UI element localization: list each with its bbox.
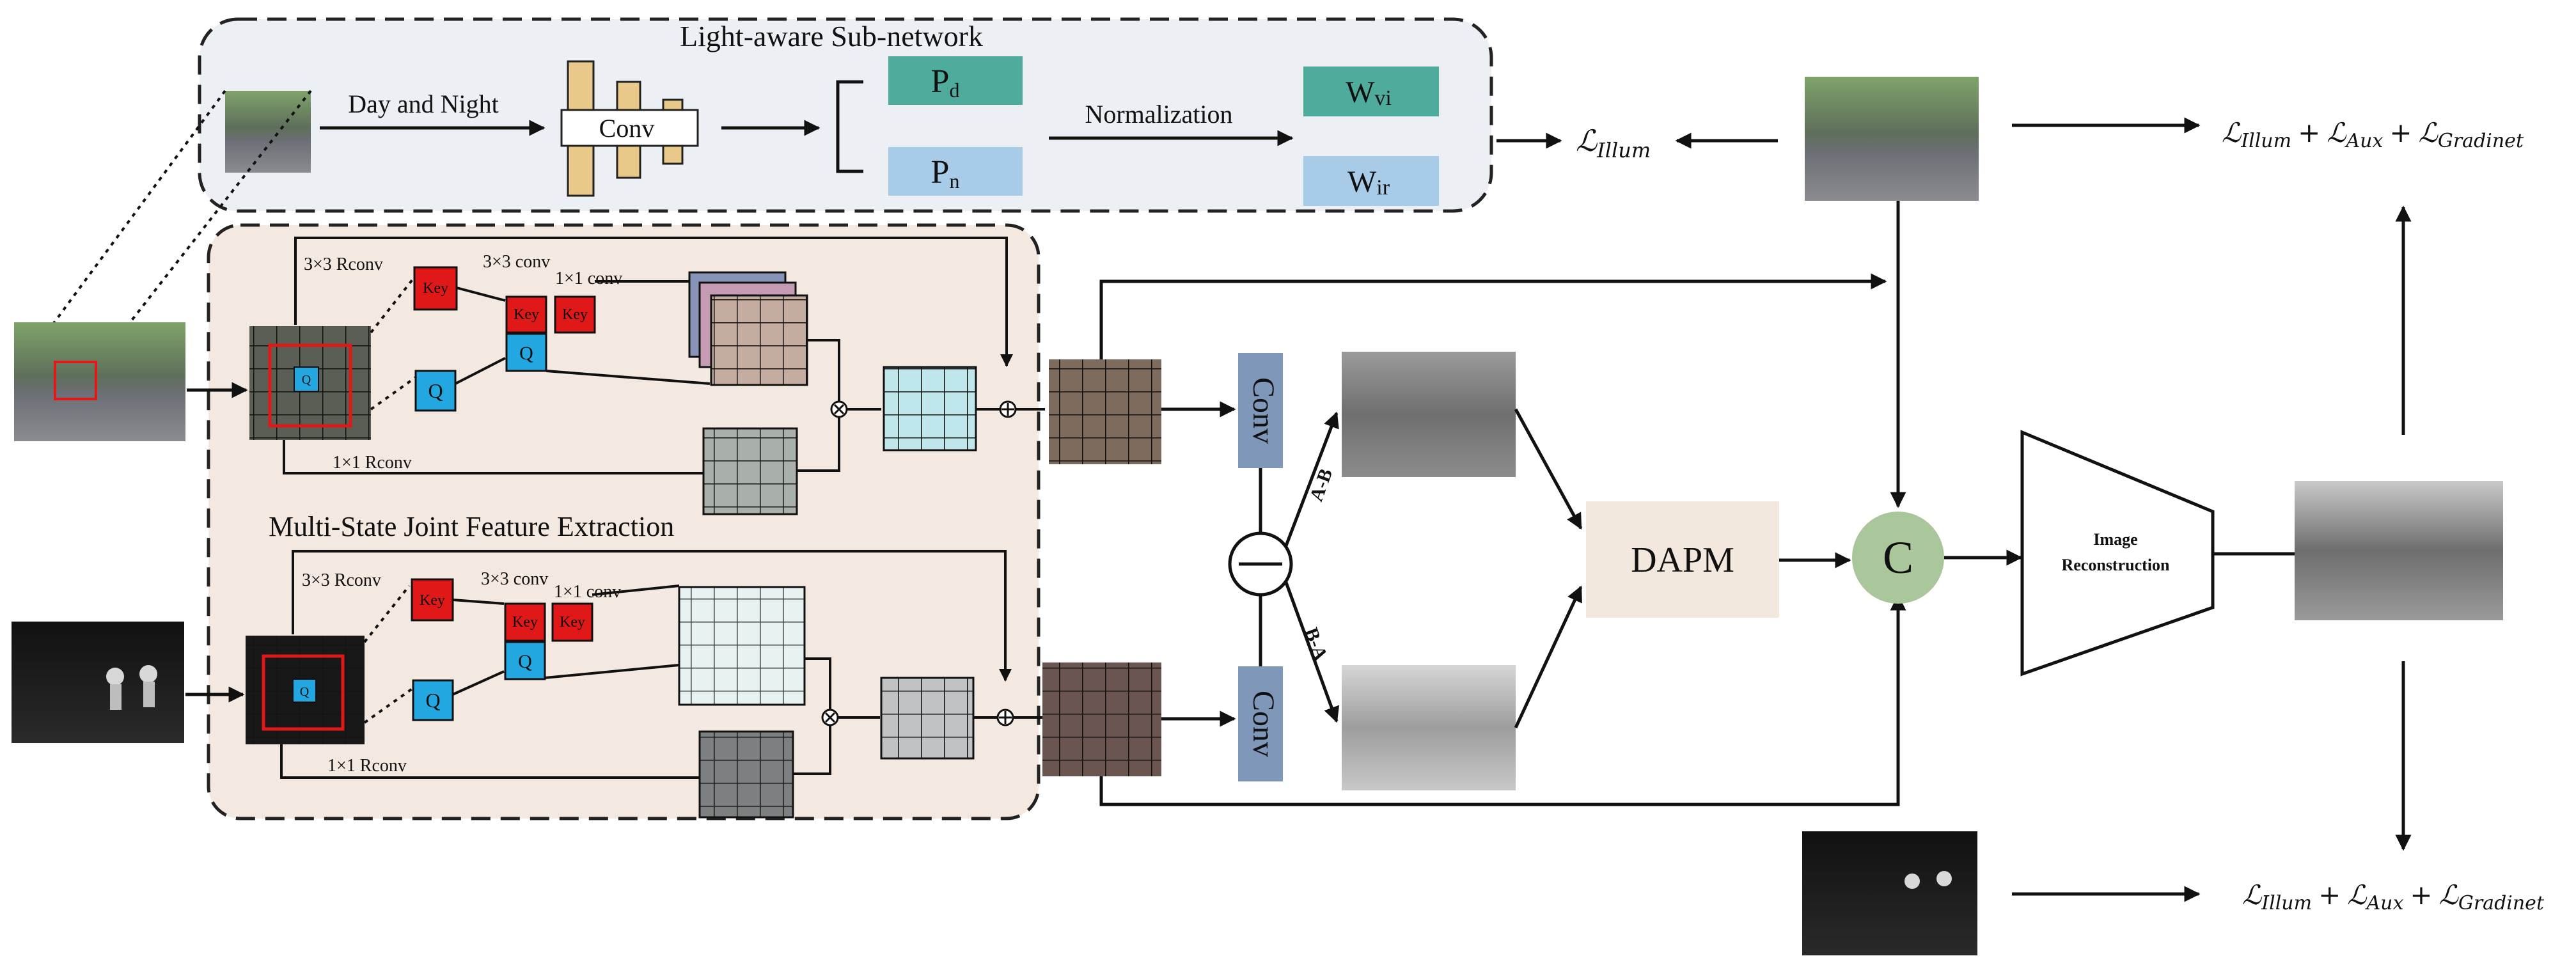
conv-label-bottom: Conv	[1246, 691, 1280, 757]
key-label-top: Key	[423, 280, 448, 297]
conv-box-bottom	[1238, 666, 1283, 781]
rconv3-label-bottom: 3×3 Rconv	[302, 570, 381, 590]
rconv1-label-bottom: 1×1 Rconv	[327, 756, 407, 776]
day-night-thumbnail	[225, 91, 311, 173]
b-minus-a-label: B-A	[1300, 625, 1331, 663]
conv3-label-top: 3×3 conv	[483, 252, 550, 272]
conv-block: Conv	[560, 60, 699, 197]
rconv3-label-top: 3×3 Rconv	[304, 255, 383, 274]
stacked-feature-maps-top	[688, 271, 808, 386]
wir-box	[1303, 156, 1439, 206]
key-box-top-2	[505, 295, 547, 334]
feature-extraction-title: Multi-State Joint Feature Extraction	[269, 511, 674, 542]
conv-label: Conv	[599, 114, 655, 143]
wir-label: Wir	[1347, 165, 1390, 200]
difference-map-a-minus-b	[1342, 352, 1516, 477]
svg-text:Key: Key	[512, 614, 538, 631]
concat-label: C	[1883, 532, 1913, 583]
day-night-label: Day and Night	[348, 90, 499, 118]
normalization-label: Normalization	[1085, 100, 1232, 129]
conv-label-top: Conv	[1246, 377, 1280, 444]
concat-node	[1852, 512, 1944, 604]
svg-text:Q: Q	[300, 685, 310, 699]
q-box-bottom	[412, 679, 454, 721]
image-reconstruction-block	[2020, 430, 2215, 677]
infrared-source-image	[1802, 831, 1977, 955]
reconstruction-label-2: Reconstruction	[2062, 556, 2171, 574]
feature-extraction-panel: Multi-State Joint Feature Extraction Q 3…	[12, 223, 1045, 820]
conv1-label-top: 1×1 conv	[555, 269, 622, 288]
svg-text:Q: Q	[518, 651, 532, 672]
conv-box-top	[1238, 353, 1283, 468]
key-box-top-3	[554, 295, 596, 334]
q-box-bottom-2	[504, 641, 546, 680]
pd-box	[888, 56, 1023, 105]
a-minus-b-label: A-B	[1306, 466, 1337, 505]
rconv1-label-top: 1×1 Rconv	[333, 453, 412, 473]
key-box-bottom	[411, 578, 454, 622]
svg-text:Key: Key	[420, 592, 445, 609]
svg-text:Q: Q	[425, 689, 440, 712]
wvi-box	[1303, 67, 1439, 116]
total-loss-bottom: ℒIllum+ℒAux+ℒGradinet	[2242, 879, 2545, 914]
dapm-label: DAPM	[1631, 540, 1734, 580]
pn-label: Pn	[931, 154, 960, 192]
illum-loss-label: ℒIllum	[1576, 123, 1651, 162]
pd-label: Pd	[931, 63, 960, 102]
pn-box	[888, 147, 1023, 196]
visible-input-image	[14, 322, 185, 441]
dapm-box	[1586, 501, 1779, 618]
light-aware-panel	[198, 17, 1493, 213]
visible-source-image	[1805, 77, 1979, 201]
wvi-label: Wvi	[1346, 75, 1392, 110]
light-aware-subnetwork: Light-aware Sub-network Day and Night Co…	[198, 17, 1493, 213]
difference-map-b-minus-a	[1342, 665, 1516, 790]
svg-text:Q: Q	[519, 343, 533, 364]
key-box-top	[413, 266, 458, 311]
q-box-top-2	[505, 333, 547, 372]
feature-q-label: Q	[302, 373, 311, 387]
light-aware-title: Light-aware Sub-network	[680, 20, 983, 52]
reconstruction-label-1: Image	[2093, 530, 2137, 549]
q-box-top	[414, 370, 457, 412]
infrared-input-image	[12, 622, 184, 743]
svg-text:Key: Key	[514, 306, 539, 323]
svg-text:Key: Key	[562, 306, 588, 323]
fused-output-image	[2295, 481, 2503, 620]
svg-text:Key: Key	[560, 614, 585, 631]
conv3-label-bottom: 3×3 conv	[481, 569, 548, 589]
q-label-top: Q	[428, 379, 443, 402]
key-box-bottom-3	[551, 602, 593, 642]
key-box-bottom-2	[504, 602, 546, 642]
total-loss-top: ℒIllum+ℒAux+ℒGradinet	[2222, 117, 2524, 152]
